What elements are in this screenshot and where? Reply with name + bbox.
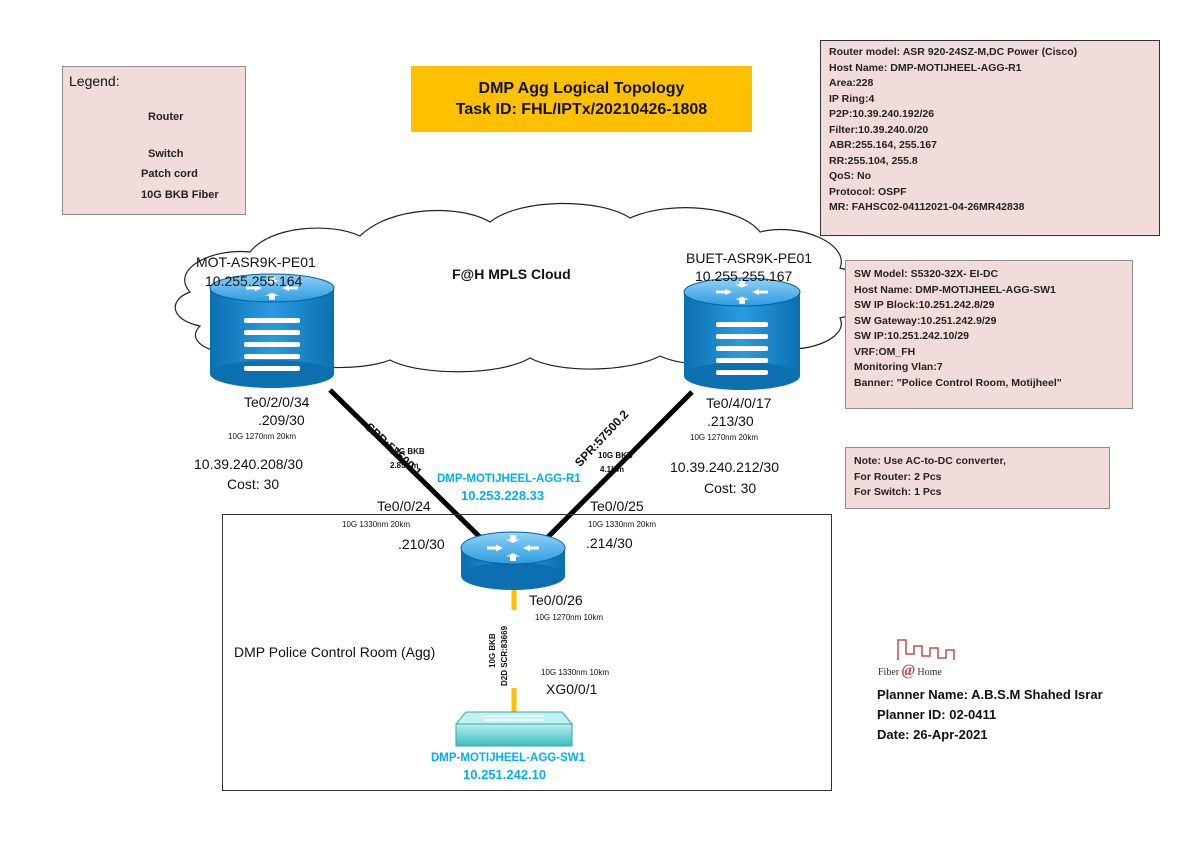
router-hostname: Host Name: DMP-MOTIJHEEL-AGG-R1 <box>829 61 1022 74</box>
left-pe-ip: 10.255.255.164 <box>205 273 303 289</box>
fiber-link-left <box>328 388 490 547</box>
downlink-scr: D2D SCR:83669 <box>500 625 509 686</box>
router-abr: ABR:255.164, 255.167 <box>829 139 937 151</box>
downlink-type: 10G BKB <box>488 633 497 668</box>
left-pe-name: MOT-ASR9K-PE01 <box>196 254 316 270</box>
switch-icon[interactable] <box>454 711 574 747</box>
right-pe-port-ip: .213/30 <box>707 413 754 429</box>
switch-info-panel: SW Model: S5320-32X- EI-DC Host Name: DM… <box>845 260 1133 409</box>
router-rr: RR:255.104, 255.8 <box>829 154 918 167</box>
router-icon[interactable] <box>683 277 801 390</box>
right-pe-subnet: 10.39.240.212/30 <box>670 459 779 475</box>
fiberhome-logo: Fiber @ Home <box>878 662 942 679</box>
router-mr: MR: FAHSC02-04112021-04-26MR42838 <box>829 201 1025 213</box>
planner-info: Planner Name: A.B.S.M Shahed Israr Plann… <box>877 685 1103 745</box>
agg-ip-right: .214/30 <box>586 535 633 551</box>
left-pe-optic: 10G 1270nm 20km <box>228 432 297 441</box>
planner-date: Date: 26-Apr-2021 <box>877 727 988 742</box>
router-p2p: P2P:10.39.240.192/26 <box>829 108 935 120</box>
sw-model: SW Model: S5320-32X- EI-DC <box>854 268 999 280</box>
agg-optic-left: 10G 1330nm 20km <box>342 520 411 529</box>
left-pe-port-ip: .209/30 <box>258 412 305 428</box>
planner-name: Planner Name: A.B.S.M Shahed Israr <box>877 687 1103 702</box>
right-pe-cost: Cost: 30 <box>704 480 757 496</box>
note-line-1: Note: Use AC-to-DC converter, <box>854 455 1006 467</box>
right-pe-name: BUET-ASR9K-PE01 <box>686 250 813 266</box>
legend-router-label: Router <box>148 111 184 123</box>
switch-ip: 10.251.242.10 <box>463 767 547 782</box>
switch-name: DMP-MOTIJHEEL-AGG-SW1 <box>431 752 585 764</box>
agg-optic-down: 10G 1270nm 10km <box>535 613 604 622</box>
sw-ip-block: SW IP Block:10.251.242.8/29 <box>854 299 995 311</box>
router-ip-ring: IP Ring:4 <box>829 92 875 105</box>
agg-router-icon[interactable] <box>460 531 566 590</box>
diagram-title: DMP Agg Logical Topology <box>478 80 685 97</box>
agg-router-ip: 10.253.228.33 <box>461 488 545 503</box>
title-box: DMP Agg Logical Topology Task ID: FHL/IP… <box>411 66 752 132</box>
router-filter: Filter:10.39.240.0/20 <box>829 123 929 136</box>
right-pe-optic: 10G 1270nm 20km <box>690 433 759 442</box>
switch-optic: 10G 1330nm 10km <box>541 668 610 677</box>
router-info-panel: Router model: ASR 920-24SZ-M,DC Power (C… <box>820 40 1160 236</box>
router-model: Router model: ASR 920-24SZ-M,DC Power (C… <box>829 46 1078 58</box>
router-protocol: Protocol: OSPF <box>829 185 907 198</box>
router-qos: QoS: No <box>829 170 871 182</box>
switch-port: XG0/0/1 <box>546 681 598 697</box>
legend-fiber-label: 10G BKB Fiber <box>141 189 219 201</box>
agg-optic-right: 10G 1330nm 20km <box>588 520 657 529</box>
task-id: Task ID: FHL/IPTx/20210426-1808 <box>455 101 708 118</box>
left-pe-cost: Cost: 30 <box>227 476 280 492</box>
sw-banner: Banner: "Police Control Room, Motijheel" <box>854 376 1062 389</box>
right-pe-port: Te0/4/0/17 <box>706 395 772 411</box>
sw-hostname: Host Name: DMP-MOTIJHEEL-AGG-SW1 <box>854 283 1056 296</box>
cloud-label: F@H MPLS Cloud <box>452 266 571 282</box>
site-label: DMP Police Control Room (Agg) <box>234 644 436 660</box>
sw-vrf: VRF:OM_FH <box>854 345 916 358</box>
note-line-3: For Switch: 1 Pcs <box>854 486 942 498</box>
sw-monitoring-vlan: Monitoring Vlan:7 <box>854 361 943 373</box>
link-right-type: 10G BKB <box>598 451 633 460</box>
note-panel: Note: Use AC-to-DC converter, For Router… <box>845 447 1110 509</box>
left-pe-port: Te0/2/0/34 <box>244 394 310 410</box>
agg-port-down: Te0/0/26 <box>529 592 583 608</box>
link-left-length: 2.85Km <box>390 461 419 470</box>
sw-gateway: SW Gateway:10.251.242.9/29 <box>854 314 997 327</box>
legend-panel: Legend: Router Switch Patch cord 10G BKB… <box>62 66 246 215</box>
link-right-length: 4.1Km <box>600 465 625 474</box>
sw-ip: SW IP:10.251.242.10/29 <box>854 330 969 342</box>
right-pe-ip: 10.255.255.167 <box>695 268 793 284</box>
planner-id: Planner ID: 02-0411 <box>877 707 997 722</box>
agg-router-name: DMP-MOTIJHEEL-AGG-R1 <box>437 473 581 485</box>
agg-site-box <box>222 514 832 791</box>
legend-patch-label: Patch cord <box>141 168 198 180</box>
fiberhome-logo-mark <box>897 639 955 660</box>
agg-port-left: Te0/0/24 <box>377 498 431 514</box>
legend-title: Legend: <box>69 73 120 89</box>
legend-switch-label: Switch <box>148 148 184 160</box>
note-line-2: For Router: 2 Pcs <box>854 470 942 483</box>
fiber-link-right <box>538 390 694 547</box>
left-pe-subnet: 10.39.240.208/30 <box>194 456 303 472</box>
router-icon[interactable] <box>209 273 335 388</box>
router-area: Area:228 <box>829 77 874 89</box>
link-left-type: 10G BKB <box>390 447 425 456</box>
agg-port-right: Te0/0/25 <box>590 498 644 514</box>
agg-ip-left: .210/30 <box>398 536 445 552</box>
